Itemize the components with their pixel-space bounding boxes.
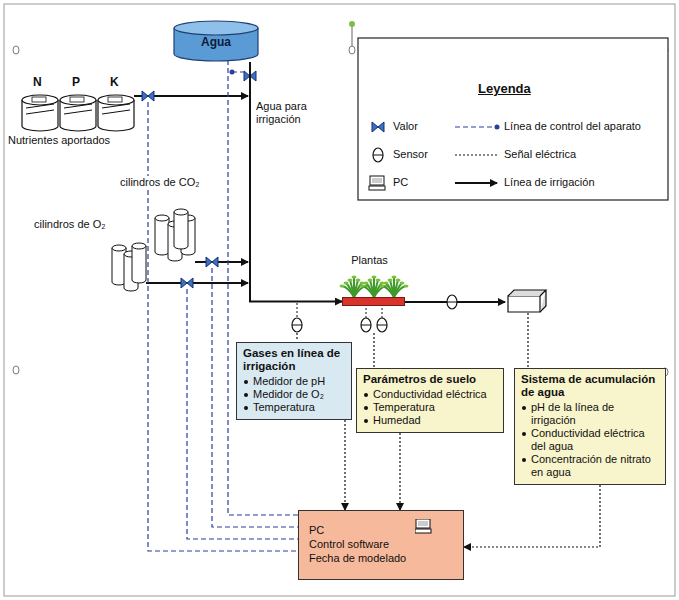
plants: Plantas — [336, 254, 411, 306]
info-box: Sistema de acumulación de aguapH de la l… — [514, 368, 666, 485]
info-box: Gases en línea de irrigaciónMedidor de p… — [236, 342, 352, 420]
info-box: Parámetros de sueloConductividad eléctri… — [356, 368, 504, 433]
bullet-text: Humedad — [373, 414, 421, 426]
bullet-text: Concentración de nitrato en agua — [531, 453, 651, 478]
pc-icon — [415, 519, 433, 535]
bullet — [364, 393, 368, 397]
bullet — [522, 432, 526, 436]
connector — [228, 60, 298, 515]
legend-text: Línea de control del aparato — [504, 120, 641, 133]
connector — [464, 485, 600, 547]
label: N — [33, 76, 42, 89]
label: cilindros de O₂ — [34, 218, 106, 231]
bullet-text: Conductividad eléctrica — [373, 388, 487, 400]
bullet — [364, 406, 368, 410]
bullet-item: Medidor de O₂ — [243, 388, 345, 401]
soil-bar — [342, 297, 405, 306]
pc-text: PC — [309, 523, 457, 537]
bullet-item: pH de la línea de irrigación — [521, 401, 659, 427]
bullet-item: Conductividad eléctrica del agua — [521, 427, 659, 453]
tank-label: Agua — [173, 35, 259, 49]
bullet-item: Conductividad eléctrica — [363, 388, 497, 401]
label: Agua para irrigación — [256, 100, 340, 126]
label: P — [72, 76, 80, 89]
label: cilindros de CO₂ — [118, 176, 201, 189]
legend-text: Sensor — [393, 148, 428, 161]
legend-text: PC — [393, 176, 408, 189]
bullet — [364, 419, 368, 423]
box-heading: Gases en línea de irrigación — [243, 347, 345, 373]
bullet — [244, 393, 248, 397]
bullet-item: Humedad — [363, 414, 497, 427]
box-heading: Parámetros de suelo — [363, 373, 497, 386]
bullet-item: Temperatura — [243, 401, 345, 414]
bullet-item: Temperatura — [363, 401, 497, 414]
connector — [250, 62, 342, 302]
bullet-text: pH de la línea de irrigación — [531, 401, 614, 426]
pc-text: Fecha de modelado — [309, 551, 457, 565]
plants-label: Plantas — [336, 254, 411, 267]
bullet — [522, 458, 526, 462]
pc-box: PCControl softwareFecha de modelado — [298, 510, 464, 580]
water-tank: Agua — [173, 20, 259, 62]
label: Nutrientes aportados — [8, 134, 110, 147]
label: Leyenda — [478, 82, 531, 95]
bullet — [244, 406, 248, 410]
bullet — [522, 406, 526, 410]
bullet-text: Conductividad eléctrica del agua — [531, 427, 645, 452]
bullet-item: Medidor de pH — [243, 375, 345, 388]
pc-text: Control software — [309, 537, 457, 551]
bullet-text: Medidor de O₂ — [253, 388, 324, 400]
legend-text: Valor — [393, 120, 418, 133]
bullet-item: Concentración de nitrato en agua — [521, 453, 659, 479]
label: K — [110, 76, 119, 89]
box-heading: Sistema de acumulación de agua — [521, 373, 659, 399]
bullet — [244, 380, 248, 384]
bullet-text: Temperatura — [253, 401, 315, 413]
legend-text: Señal eléctrica — [504, 148, 576, 161]
bullet-text: Temperatura — [373, 401, 435, 413]
plant-drawing — [336, 267, 411, 297]
connector — [399, 433, 400, 510]
bullet-text: Medidor de pH — [253, 375, 325, 387]
connector — [344, 420, 345, 510]
legend-text: Línea de irrigación — [504, 176, 595, 189]
